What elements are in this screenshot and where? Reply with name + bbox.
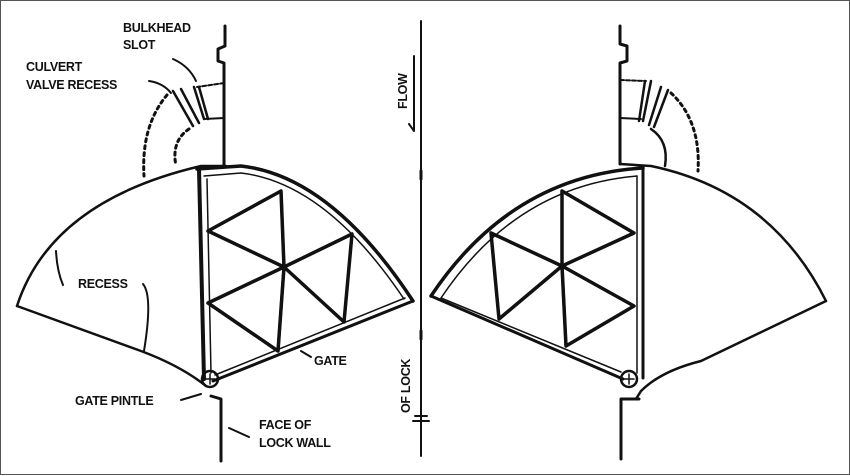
label-culvert: CULVERT — [26, 60, 83, 74]
label-gate-pintle: GATE PINTLE — [75, 394, 153, 408]
label-gate: GATE — [314, 354, 347, 368]
label-bulkhead: BULKHEAD — [123, 21, 191, 35]
label-valve-recess: VALVE RECESS — [26, 78, 117, 92]
right-sector-gate — [429, 166, 645, 389]
leader-lines — [55, 58, 312, 438]
labels: BULKHEAD SLOT CULVERT VALVE RECESS RECES… — [26, 21, 413, 450]
label-face-of: FACE OF — [259, 418, 312, 432]
label-lock-wall: LOCK WALL — [259, 436, 331, 450]
right-lock-wall — [618, 24, 700, 461]
left-lock-wall — [142, 24, 227, 463]
left-pintle-icon — [200, 369, 220, 389]
label-flow: FLOW — [396, 73, 410, 109]
left-recess-outline — [15, 164, 228, 388]
left-sector-gate — [195, 164, 415, 389]
label-slot: SLOT — [123, 38, 156, 52]
right-pintle-icon — [619, 369, 639, 389]
centerline — [408, 20, 430, 457]
label-recess: RECESS — [78, 277, 128, 291]
right-recess-outline — [618, 162, 828, 401]
label-centerline: OF LOCK — [399, 359, 413, 413]
